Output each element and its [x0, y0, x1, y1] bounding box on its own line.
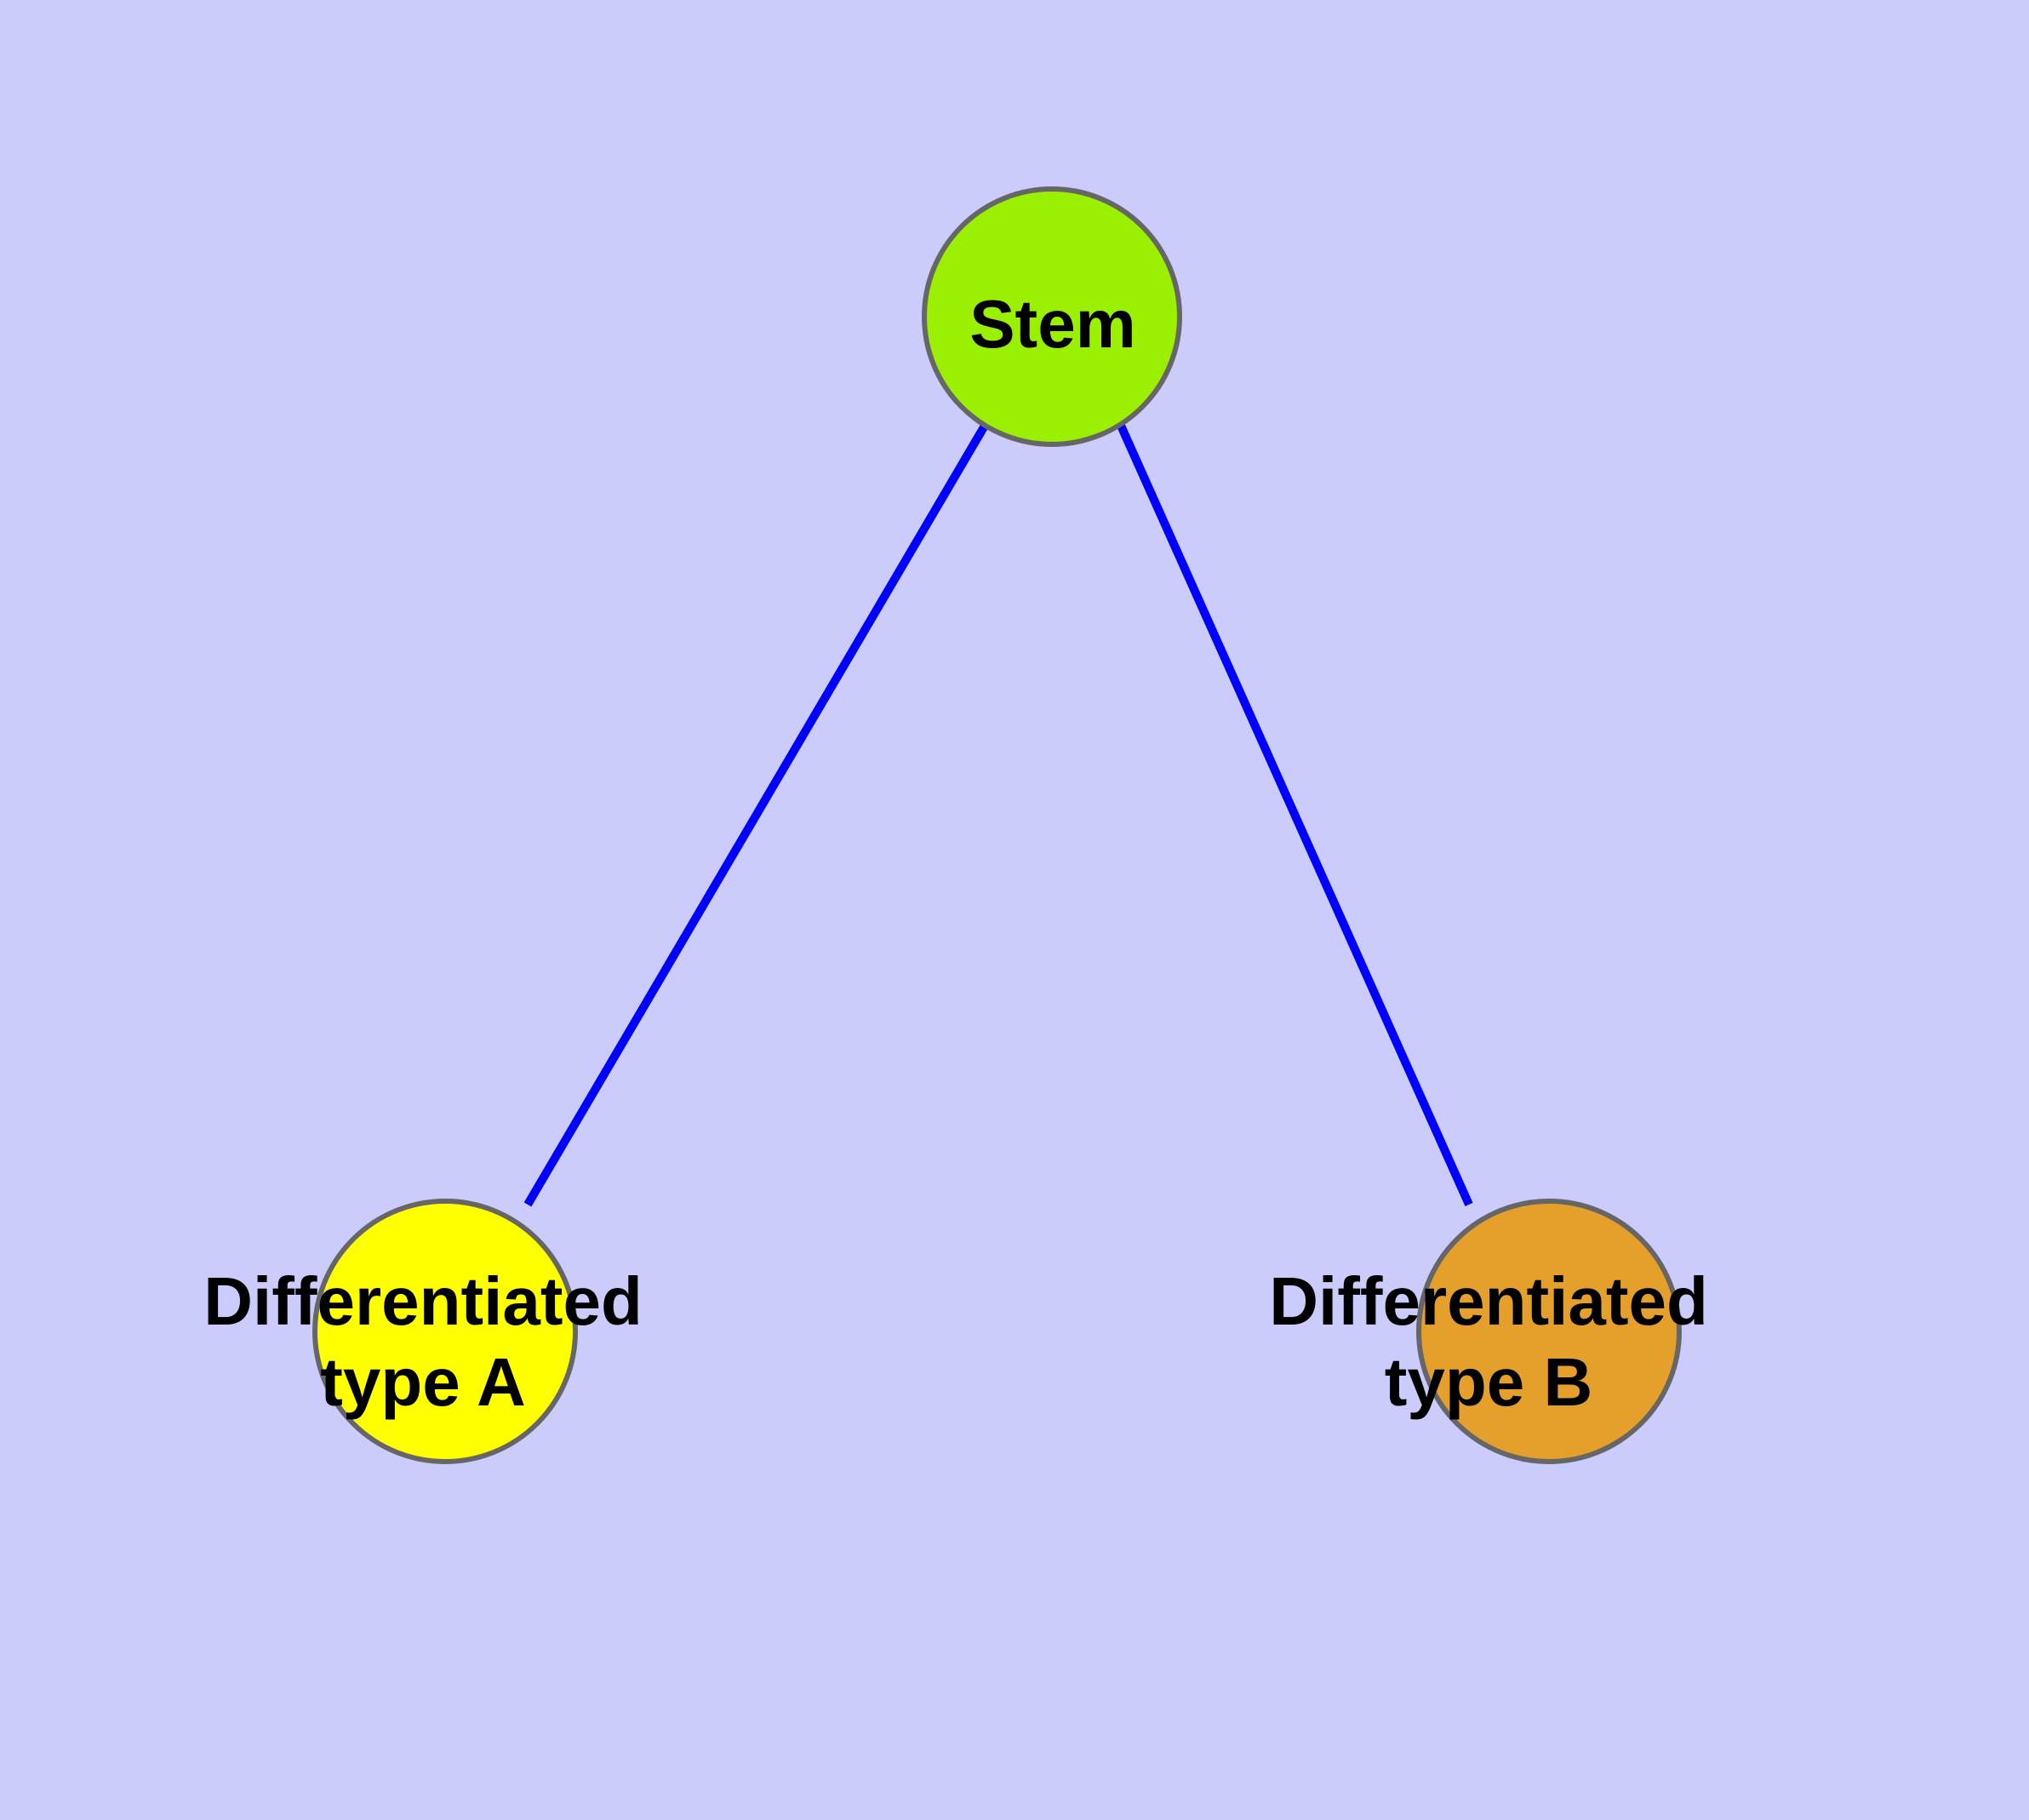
node-differentiated-type-a[interactable]: Differentiated type A: [203, 1199, 643, 1464]
node-type-a-label-line2: type A: [320, 1344, 526, 1420]
node-stem[interactable]: Stem: [922, 186, 1182, 447]
node-type-b-label-line2: type B: [1385, 1344, 1593, 1420]
node-layer: Stem Differentiated type A Differentiate…: [203, 186, 1708, 1464]
edge-stem-to-type-b[interactable]: [1117, 423, 1473, 1207]
node-type-a-label-line1: Differentiated: [203, 1263, 643, 1339]
node-stem-circle[interactable]: [922, 186, 1182, 447]
node-type-a-circle[interactable]: [312, 1199, 578, 1464]
edge-stem-to-type-a[interactable]: [523, 423, 989, 1207]
node-stem-label-line1: Stem: [969, 286, 1136, 362]
node-type-b-label-line1: Differentiated: [1269, 1263, 1708, 1339]
node-type-b-circle[interactable]: [1416, 1199, 1682, 1464]
edge-layer: [523, 423, 1473, 1207]
node-differentiated-type-b[interactable]: Differentiated type B: [1269, 1199, 1708, 1464]
